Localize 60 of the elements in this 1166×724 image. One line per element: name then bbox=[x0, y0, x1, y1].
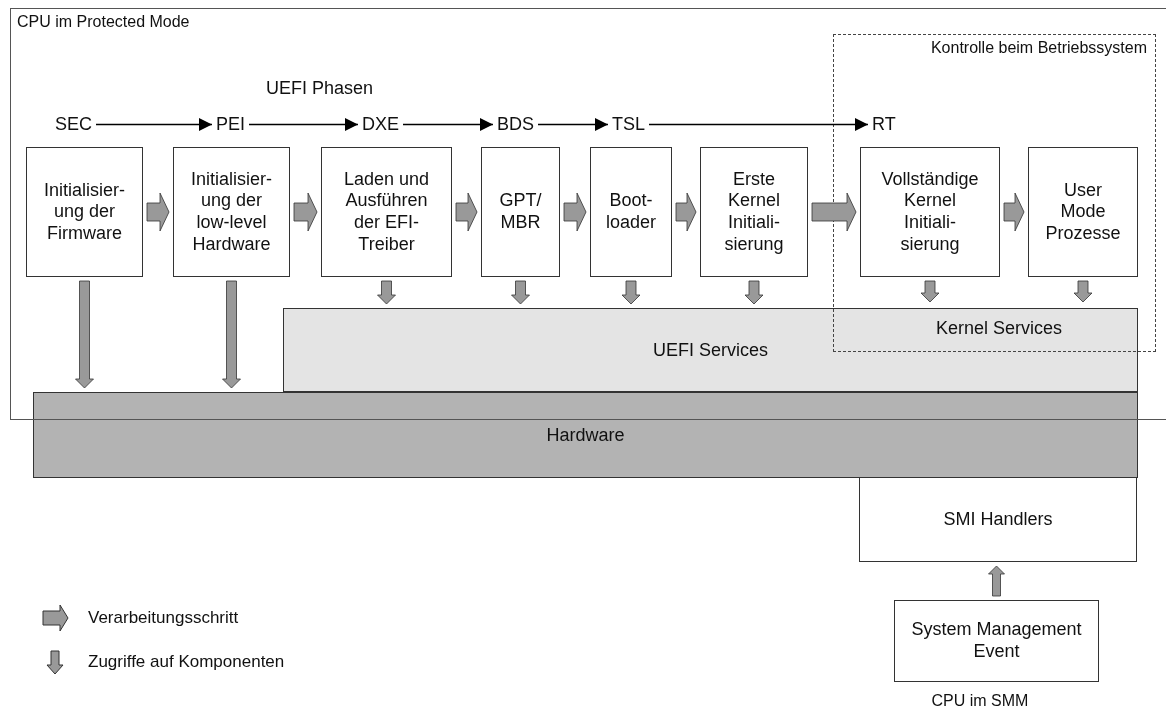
box-label: Initialisier- ung der low-level Hardware bbox=[190, 168, 273, 256]
process-box bbox=[700, 147, 808, 277]
block-arrow bbox=[744, 280, 764, 305]
process-box bbox=[860, 147, 1000, 277]
block-arrow bbox=[511, 280, 530, 305]
legend-label: Verarbeitungsschritt bbox=[88, 608, 239, 628]
box-label: Boot- loader bbox=[606, 190, 656, 234]
phase-label: PEI bbox=[216, 114, 245, 135]
process-box bbox=[321, 147, 452, 277]
process-box bbox=[1028, 147, 1138, 277]
arrow bbox=[248, 118, 359, 131]
block-arrow bbox=[675, 192, 697, 232]
dashed-region bbox=[833, 34, 1156, 352]
block-arrow bbox=[455, 192, 478, 232]
arrow bbox=[537, 118, 609, 131]
block-arrow bbox=[1073, 280, 1093, 303]
block-arrow bbox=[621, 280, 641, 305]
process-box bbox=[26, 147, 143, 277]
region-frame bbox=[10, 8, 1166, 420]
arrow bbox=[648, 118, 869, 131]
box-label: Erste Kernel Initiali- sierung bbox=[724, 168, 784, 256]
phase-label: SEC bbox=[55, 114, 92, 135]
process-box bbox=[894, 600, 1099, 682]
box-label: User Mode Prozesse bbox=[1045, 179, 1121, 245]
block-arrow bbox=[988, 565, 1005, 597]
legend-label: Zugriffe auf Komponenten bbox=[88, 652, 285, 672]
region-title: CPU im SMM bbox=[930, 692, 1030, 710]
region-title: CPU im Protected Mode bbox=[17, 13, 190, 31]
box-label: SMI Handlers bbox=[943, 508, 1053, 531]
box-label: System Management Event bbox=[910, 619, 1083, 663]
block-arrow bbox=[146, 192, 170, 232]
block-arrow bbox=[75, 280, 94, 389]
section-label: UEFI Phasen bbox=[266, 78, 374, 99]
box-label: Initialisier- ung der Firmware bbox=[43, 179, 126, 245]
phase-label: DXE bbox=[362, 114, 399, 135]
block-arrow bbox=[222, 280, 241, 389]
process-box bbox=[481, 147, 560, 277]
layer-label: Kernel Services bbox=[860, 306, 1138, 350]
layer-band bbox=[33, 392, 1138, 478]
arrow bbox=[402, 118, 494, 131]
region-title: Kontrolle beim Betriebssystem bbox=[930, 39, 1147, 57]
process-box bbox=[590, 147, 672, 277]
box-label: GPT/ MBR bbox=[499, 190, 542, 234]
block-arrow bbox=[920, 280, 940, 303]
box-label: Laden und Ausführen der EFI- Treiber bbox=[342, 168, 431, 256]
block-arrow bbox=[1003, 192, 1025, 232]
block-arrow bbox=[293, 192, 318, 232]
process-box bbox=[173, 147, 290, 277]
process-box bbox=[859, 477, 1137, 562]
layer-label: UEFI Services bbox=[653, 339, 768, 361]
box-label: Vollständige Kernel Initiali- sierung bbox=[881, 168, 979, 256]
phase-label: BDS bbox=[497, 114, 534, 135]
arrow bbox=[95, 118, 213, 131]
phase-label: RT bbox=[872, 114, 896, 135]
block-arrow bbox=[563, 192, 587, 232]
phase-label: TSL bbox=[612, 114, 645, 135]
layer-band bbox=[283, 308, 1138, 392]
block-arrow bbox=[377, 280, 396, 305]
block-arrow bbox=[811, 192, 857, 232]
layer-label: Hardware bbox=[546, 424, 625, 446]
